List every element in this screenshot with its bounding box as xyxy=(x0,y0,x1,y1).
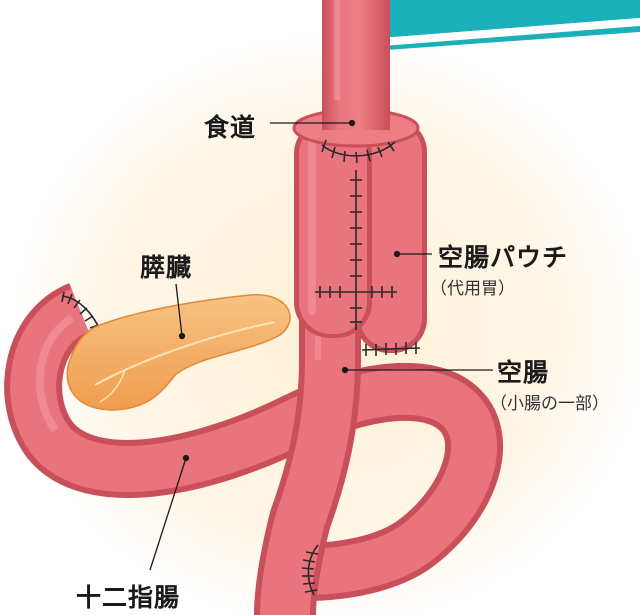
label-jejunum: 空腸 xyxy=(497,353,549,389)
label-esophagus: 食道 xyxy=(204,108,256,144)
label-pancreas: 膵臓 xyxy=(140,248,192,284)
jejunal-pouch xyxy=(294,100,427,353)
label-duodenum: 十二指腸 xyxy=(76,578,180,614)
label-jejunal-pouch: 空腸パウチ xyxy=(438,238,568,274)
label-jejunum-note: （小腸の一部） xyxy=(490,389,609,414)
label-jejunal-pouch-note: （代用胃） xyxy=(430,274,515,299)
